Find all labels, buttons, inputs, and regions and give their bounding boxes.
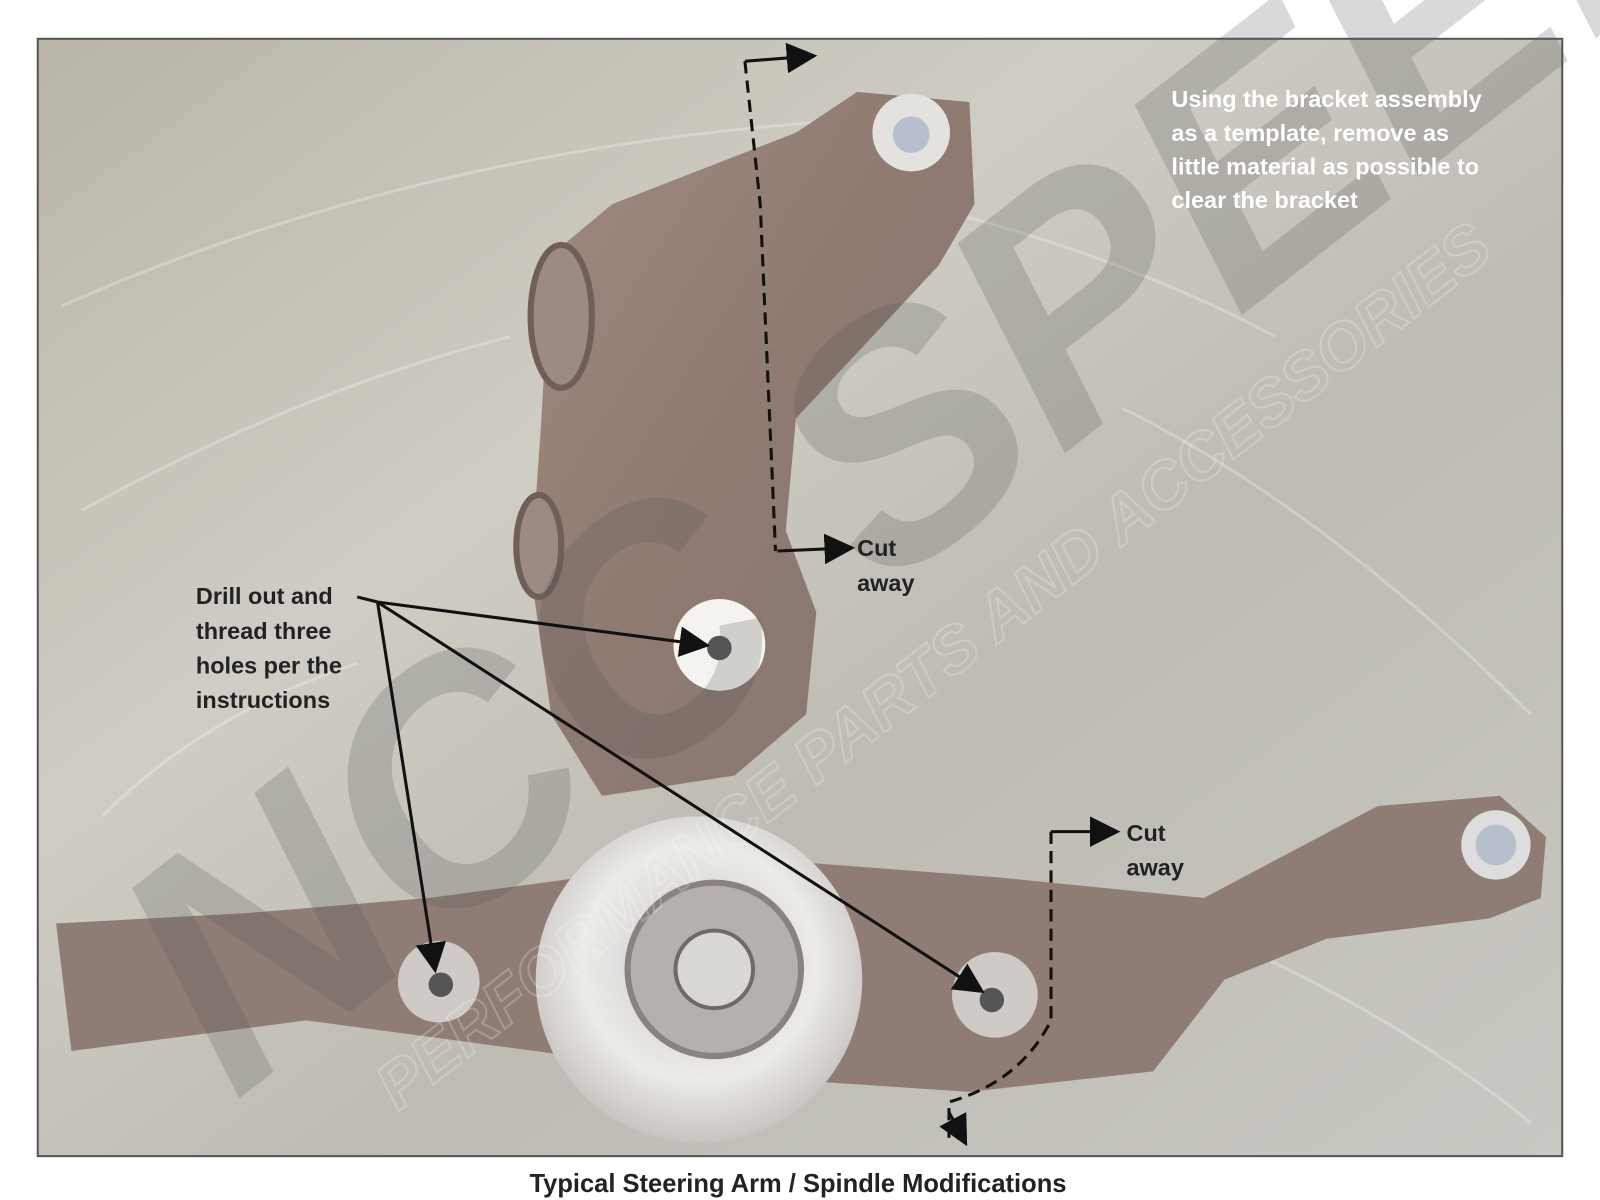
bracket-template-note: Using the bracket assembly as a template… <box>1171 86 1488 213</box>
bolt-holes <box>397 93 1531 1038</box>
drill-holes-note: Drill out and thread three holes per the… <box>196 583 349 713</box>
brushed-metal-texture <box>60 120 1532 1124</box>
cut-away-upper-label: Cut away <box>857 535 914 596</box>
figure-caption: Typical Steering Arm / Spindle Modificat… <box>529 1170 1066 1198</box>
cut-lines <box>743 42 1121 1147</box>
cut-away-lower-label: Cut away <box>1127 820 1184 881</box>
drill-pointer-arrows <box>356 595 985 994</box>
